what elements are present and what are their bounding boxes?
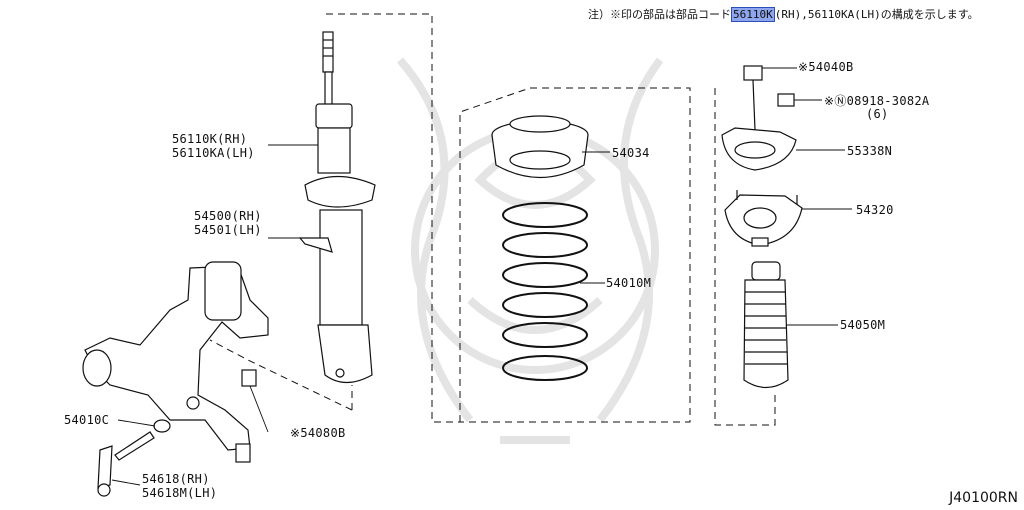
grouping-lines [209,13,776,426]
bump-stop-boot [743,261,789,389]
label-link-lh[interactable]: 54618M(LH) [142,486,218,500]
label-washer[interactable]: 54010C [64,413,110,427]
leader-lines [111,67,852,486]
mount-plate [721,127,797,171]
mount-bolt [777,93,795,107]
label-knuckle-lh[interactable]: 54501(LH) [194,223,262,237]
diagram-reference: J40100RN [949,490,1018,506]
label-bolt-qty: (6) [866,107,889,121]
label-strut-mount[interactable]: 54320 [856,203,894,217]
coil-spring [502,202,588,381]
stabilizer-link [97,445,113,497]
label-bump-stop[interactable]: 54050M [840,318,886,332]
label-shock-rh[interactable]: 56110K(RH) [172,132,248,146]
label-shock-lh[interactable]: 56110KA(LH) [172,146,255,160]
note-suffix: (RH),56110KA(LH)の構成を示します。 [774,8,979,21]
washer-bolt [114,419,171,461]
highlighted-part-code[interactable]: 56110K [731,7,775,22]
spring-seat [491,115,589,179]
label-mount-plate[interactable]: 55338N [847,144,893,158]
knuckle [82,261,269,463]
strut-mount [724,190,803,247]
top-nut [743,65,763,131]
label-bolt[interactable]: ※Ⓝ08918-3082A [824,94,930,108]
shock-absorber [298,31,376,384]
label-spring-seat[interactable]: 54034 [612,146,650,160]
lower-nut [241,369,257,387]
label-link-rh[interactable]: 54618(RH) [142,472,210,486]
label-lower-nut[interactable]: ※54080B [290,426,346,440]
label-knuckle-rh[interactable]: 54500(RH) [194,209,262,223]
label-coil-spring[interactable]: 54010M [606,276,652,290]
note-prefix: 注）※印の部品は部品コード [588,8,731,21]
watermark-emblem [396,57,664,444]
label-top-nut[interactable]: ※54040B [798,60,854,74]
